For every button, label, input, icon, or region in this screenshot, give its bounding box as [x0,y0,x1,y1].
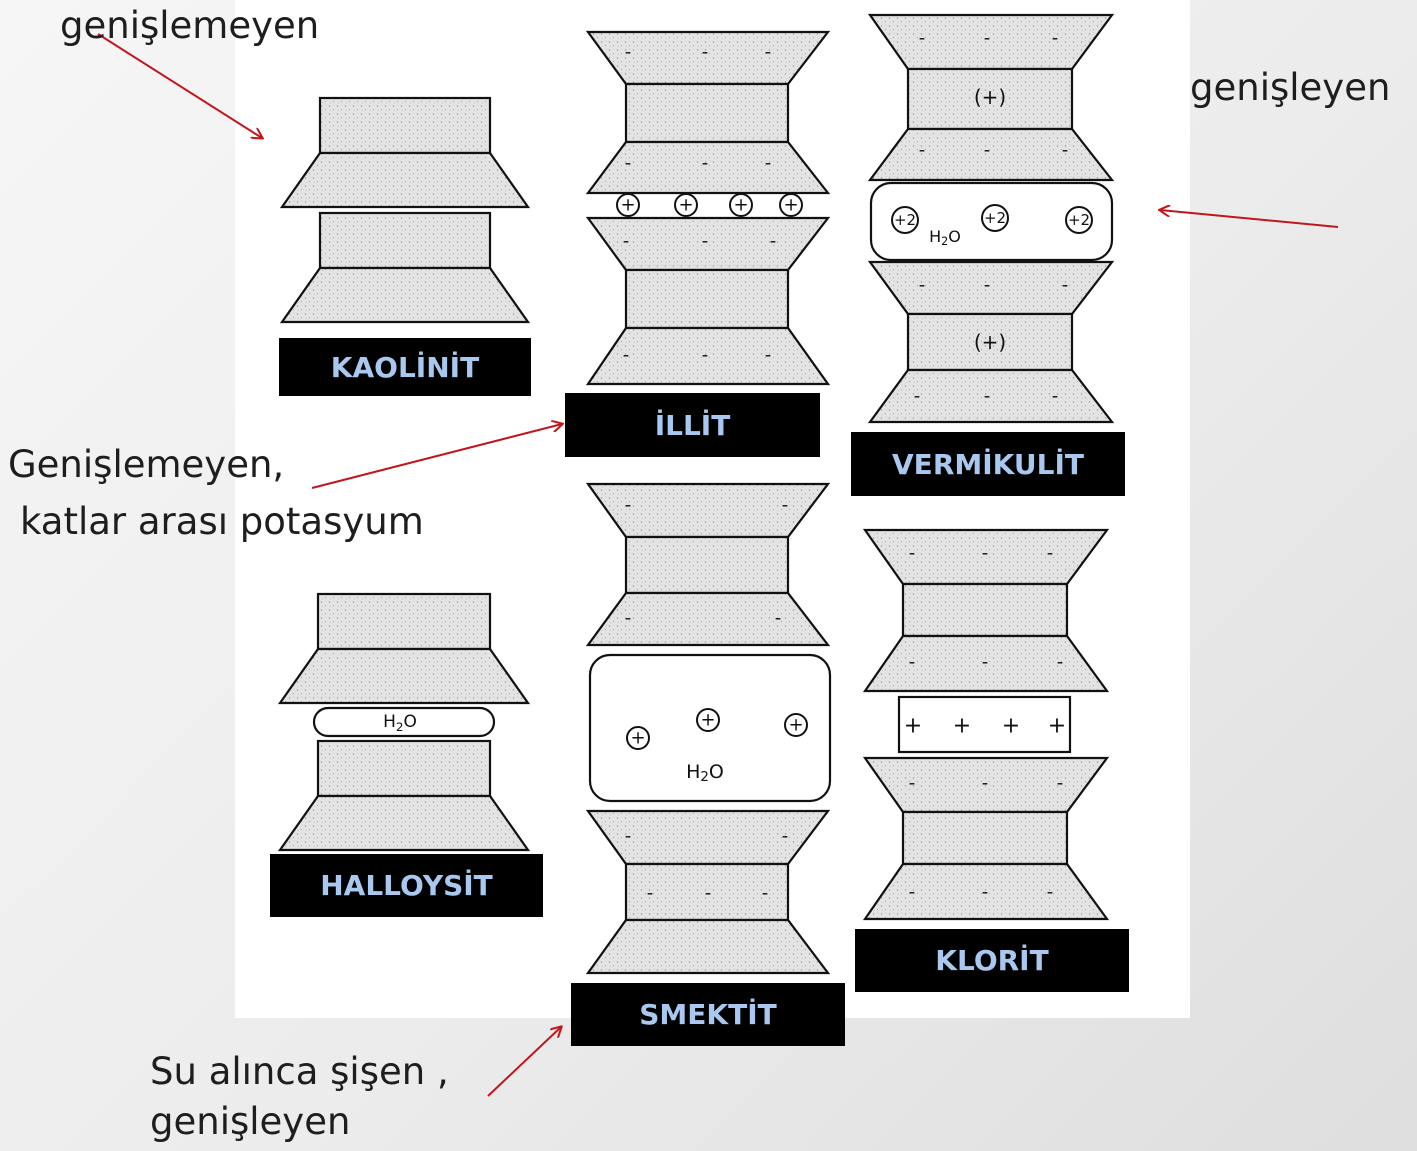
water-halloysite: H2O [383,712,417,734]
label-halloysite: HALLOYSİT [270,854,543,917]
negative-charge: - [702,345,709,366]
negative-charge: - [1047,882,1054,903]
negative-charge: - [782,826,789,847]
negative-charge: - [625,153,632,174]
kaolinite-structure [279,96,531,324]
negative-charge: - [982,652,989,673]
negative-charge: - [625,826,632,847]
annotation-illite-line1: Genişlemeyen, [8,443,285,486]
potassium-ion-label: + [733,195,748,216]
negative-charge: - [1057,773,1064,794]
negative-charge: - [1052,28,1059,49]
brucite-positive-charge: + [1002,714,1020,739]
octahedral-positive-charge: (+) [974,85,1006,109]
negative-charge: - [984,140,991,161]
label-smectite: SMEKTİT [571,983,845,1046]
label-kaolinite: KAOLİNİT [279,338,531,396]
potassium-ion-label: + [678,195,693,216]
potassium-ion-label: + [783,195,798,216]
octahedral-positive-charge: (+) [974,330,1006,354]
cation-label: + [788,715,803,736]
negative-charge: - [782,495,789,516]
water-smectite: H2O [686,761,724,785]
negative-charge: - [919,140,926,161]
negative-charge: - [982,773,989,794]
negative-charge: - [909,652,916,673]
halloysite-structure [277,592,531,852]
annotation-illite-line2: katlar arası potasyum [20,500,424,543]
negative-charge: - [919,28,926,49]
annotation-top-left: genişlemeyen [60,4,320,47]
arrow-top-right [1160,210,1339,228]
negative-charge: - [1047,543,1054,564]
negative-charge: - [909,773,916,794]
label-chlorite: KLORİT [855,929,1129,992]
negative-charge: - [623,345,630,366]
negative-charge: - [984,28,991,49]
negative-charge: - [984,386,991,407]
negative-charge: - [623,231,630,252]
negative-charge: - [765,153,772,174]
negative-charge: - [1062,275,1069,296]
illite-structure [585,30,831,386]
annotation-smectite-line1: Su alınca şişen , [150,1050,449,1093]
arrow-smectite [487,1027,561,1097]
divalent-cation-label: +2 [984,209,1006,227]
chlorite-structure [862,528,1110,921]
negative-charge: - [765,42,772,63]
potassium-ion-label: + [620,195,635,216]
negative-charge: - [1057,652,1064,673]
water-vermiculite: H2O [929,227,961,248]
negative-charge: - [770,231,777,252]
negative-charge: - [705,883,712,904]
negative-charge: - [625,608,632,629]
negative-charge: - [914,386,921,407]
vermiculite-structure [867,13,1115,424]
negative-charge: - [702,231,709,252]
negative-charge: - [702,153,709,174]
vermiculite-cations [891,204,1093,234]
cation-label: + [630,728,645,749]
label-vermiculite: VERMİKULİT [851,432,1125,496]
label-illite: İLLİT [565,393,820,457]
annotation-top-right: genişleyen [1190,66,1391,109]
smectite-structure [585,482,832,975]
cation-label: + [700,710,715,731]
negative-charge: - [702,42,709,63]
negative-charge: - [982,543,989,564]
divalent-cation-label: +2 [894,211,916,229]
divalent-cation-label: +2 [1068,211,1090,229]
brucite-positive-charge: + [904,714,922,739]
negative-charge: - [1062,140,1069,161]
annotation-smectite-line2: genişleyen [150,1100,351,1143]
negative-charge: - [909,543,916,564]
arrow-illite [311,424,562,489]
negative-charge: - [625,495,632,516]
negative-charge: - [982,882,989,903]
negative-charge: - [775,608,782,629]
brucite-positive-charge: + [953,714,971,739]
negative-charge: - [919,275,926,296]
negative-charge: - [1052,386,1059,407]
negative-charge: - [765,345,772,366]
negative-charge: - [647,883,654,904]
smectite-cations [626,708,808,750]
negative-charge: - [909,882,916,903]
brucite-positive-charge: + [1048,714,1066,739]
negative-charge: - [984,275,991,296]
arrow-top-left [97,33,262,138]
negative-charge: - [625,42,632,63]
illite-potassium-ions [616,193,803,217]
negative-charge: - [762,883,769,904]
